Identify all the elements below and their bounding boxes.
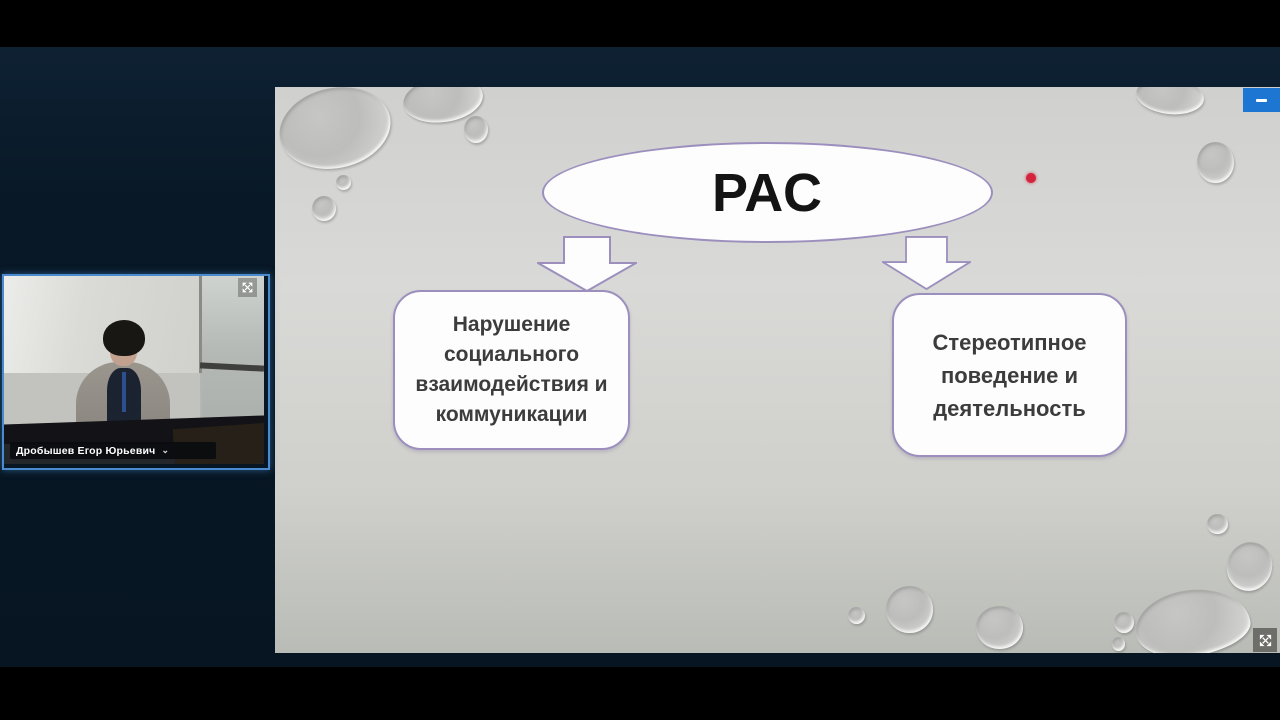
bubble-decoration [312, 196, 336, 221]
chevron-down-icon: ⌄ [161, 445, 170, 455]
presenter-lanyard [122, 372, 126, 412]
participant-name: Дробышев Егор Юрьевич [16, 444, 156, 457]
diagram-root-label: РАС [712, 162, 823, 223]
diagram-root-node: РАС [542, 142, 993, 243]
bubble-decoration [1197, 142, 1234, 183]
bubble-decoration [976, 606, 1023, 649]
bubble-decoration [464, 116, 488, 143]
presenter-hair [103, 320, 145, 356]
down-arrow-icon [882, 236, 971, 290]
bubble-decoration [1130, 582, 1255, 653]
bubble-decoration [336, 175, 351, 190]
shared-slide: РАС Нарушение социального взаимодействия… [275, 87, 1280, 653]
minimize-button[interactable] [1243, 88, 1280, 112]
diagram-right-node: Стереотипное поведение и деятельность [892, 293, 1127, 457]
bubble-decoration [275, 87, 399, 179]
participant-video-tile[interactable]: Дробышев Егор Юрьевич ⌄ [2, 274, 270, 470]
fullscreen-button[interactable] [1253, 628, 1277, 652]
tile-expand-button[interactable] [238, 278, 257, 297]
minimize-icon [1256, 98, 1267, 102]
laser-pointer-dot [1026, 173, 1036, 183]
down-arrow-icon [537, 236, 637, 292]
fullscreen-arrows-icon [1259, 634, 1271, 646]
diagram-left-node: Нарушение социального взаимодействия и к… [393, 290, 630, 450]
expand-arrows-icon [242, 282, 253, 293]
bubble-decoration [1134, 87, 1206, 118]
webcam-video: Дробышев Егор Юрьевич ⌄ [4, 276, 264, 464]
whiteboard [4, 276, 200, 373]
diagram-right-label: Стереотипное поведение и деятельность [932, 329, 1087, 421]
bubble-decoration [1207, 514, 1228, 534]
participant-name-menu[interactable]: Дробышев Егор Юрьевич ⌄ [10, 442, 216, 459]
bubble-decoration [1114, 612, 1134, 633]
whiteboard-edge [199, 276, 202, 373]
bubble-decoration [886, 586, 933, 633]
bubble-decoration [1219, 535, 1280, 598]
bubble-decoration [848, 607, 865, 624]
bubble-decoration [1112, 637, 1125, 651]
diagram-left-label: Нарушение социального взаимодействия и к… [415, 313, 608, 426]
